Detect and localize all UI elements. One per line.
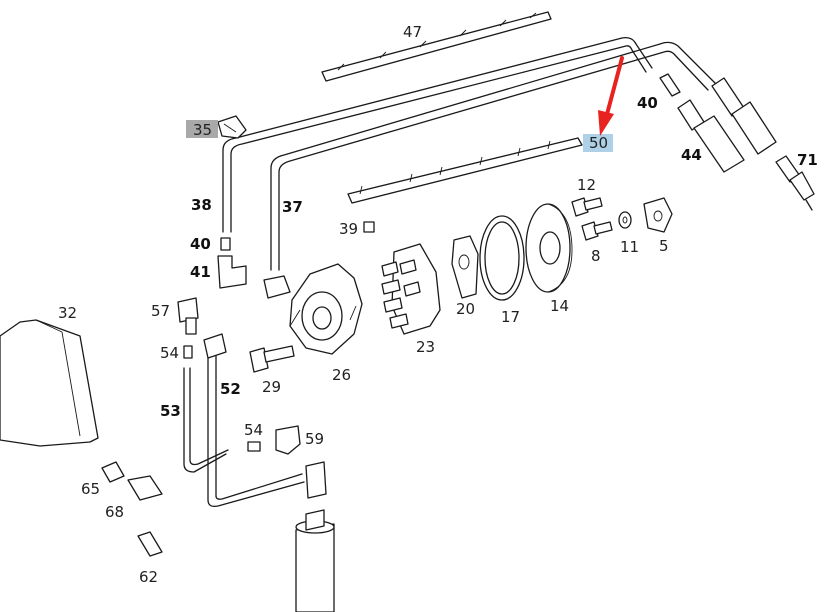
part-68-clamp[interactable] <box>127 475 163 501</box>
callout-53[interactable]: 53 <box>160 402 181 420</box>
part-35-clip[interactable] <box>217 115 247 139</box>
part-41-cable-plug[interactable] <box>217 255 247 289</box>
part-50-cable-holder[interactable] <box>347 137 583 204</box>
callout-35[interactable]: 35 <box>193 121 212 139</box>
part-32-cover[interactable] <box>0 319 99 447</box>
part-40-connector-top[interactable] <box>659 73 681 97</box>
callout-47[interactable]: 47 <box>403 23 422 41</box>
callout-5[interactable]: 5 <box>659 237 669 255</box>
ignition-coil[interactable] <box>295 509 335 612</box>
callout-26[interactable]: 26 <box>332 366 351 384</box>
callout-54-left[interactable]: 54 <box>160 344 179 362</box>
part-11-washer[interactable] <box>618 211 632 229</box>
part-47-cable-holder[interactable] <box>321 11 552 82</box>
part-12-screw[interactable] <box>571 197 603 217</box>
part-40-connector-left[interactable] <box>220 237 231 251</box>
part-5-bracket[interactable] <box>643 197 673 233</box>
callout-17[interactable]: 17 <box>501 308 520 326</box>
ignition-cables-top <box>222 36 717 271</box>
part-54-connector-b[interactable] <box>247 441 261 452</box>
part-20-rotor[interactable] <box>451 235 479 299</box>
cable-37-plug[interactable] <box>263 275 291 299</box>
callout-11[interactable]: 11 <box>620 238 639 256</box>
part-57-cable-plug[interactable] <box>177 297 199 335</box>
part-14-dust-cover[interactable] <box>525 203 573 293</box>
dim-callout-box-35 <box>186 120 218 138</box>
callout-52[interactable]: 52 <box>220 380 241 398</box>
part-71-spark-plug[interactable] <box>775 155 815 211</box>
callout-12[interactable]: 12 <box>577 176 596 194</box>
callout-29[interactable]: 29 <box>262 378 281 396</box>
part-26-distributor-base[interactable] <box>289 263 363 355</box>
part-23-distributor-cap[interactable] <box>381 243 441 335</box>
part-53-ignition-cable[interactable] <box>183 367 229 473</box>
callout-71[interactable]: 71 <box>797 151 818 169</box>
callout-40-top[interactable]: 40 <box>637 94 658 112</box>
callout-44[interactable]: 44 <box>681 146 702 164</box>
highlight-callout-box-50 <box>583 134 613 152</box>
callout-62[interactable]: 62 <box>139 568 158 586</box>
callout-41[interactable]: 41 <box>190 263 211 281</box>
callout-20[interactable]: 20 <box>456 300 475 318</box>
part-65-clip[interactable] <box>101 461 125 483</box>
part-44-plug-connector[interactable] <box>677 99 745 173</box>
part-8-screw[interactable] <box>581 221 613 241</box>
callout-50[interactable]: 50 <box>589 134 608 152</box>
part-54-connector-a[interactable] <box>183 345 193 359</box>
callout-54-right[interactable]: 54 <box>244 421 263 439</box>
callout-23[interactable]: 23 <box>416 338 435 356</box>
callout-57[interactable]: 57 <box>151 302 170 320</box>
callout-59[interactable]: 59 <box>305 430 324 448</box>
callout-37[interactable]: 37 <box>282 198 303 216</box>
callout-65[interactable]: 65 <box>81 480 100 498</box>
part-62-clip[interactable] <box>137 531 163 557</box>
part-29-bolt[interactable] <box>249 345 295 373</box>
callout-14[interactable]: 14 <box>550 297 569 315</box>
callout-8[interactable]: 8 <box>591 247 601 265</box>
cable-end-connector[interactable] <box>711 77 777 155</box>
part-39-nut[interactable] <box>363 221 375 233</box>
callout-38[interactable]: 38 <box>191 196 212 214</box>
red-indicator-arrow <box>598 56 624 136</box>
part-17-gasket[interactable] <box>479 215 525 301</box>
callout-39[interactable]: 39 <box>339 220 358 238</box>
callout-40-left[interactable]: 40 <box>190 235 211 253</box>
part-52-ignition-cable[interactable] <box>203 333 305 508</box>
callout-32[interactable]: 32 <box>58 304 77 322</box>
callout-68[interactable]: 68 <box>105 503 124 521</box>
coil-cable-plug[interactable] <box>305 461 327 499</box>
part-59-cable-plug[interactable] <box>275 425 301 455</box>
